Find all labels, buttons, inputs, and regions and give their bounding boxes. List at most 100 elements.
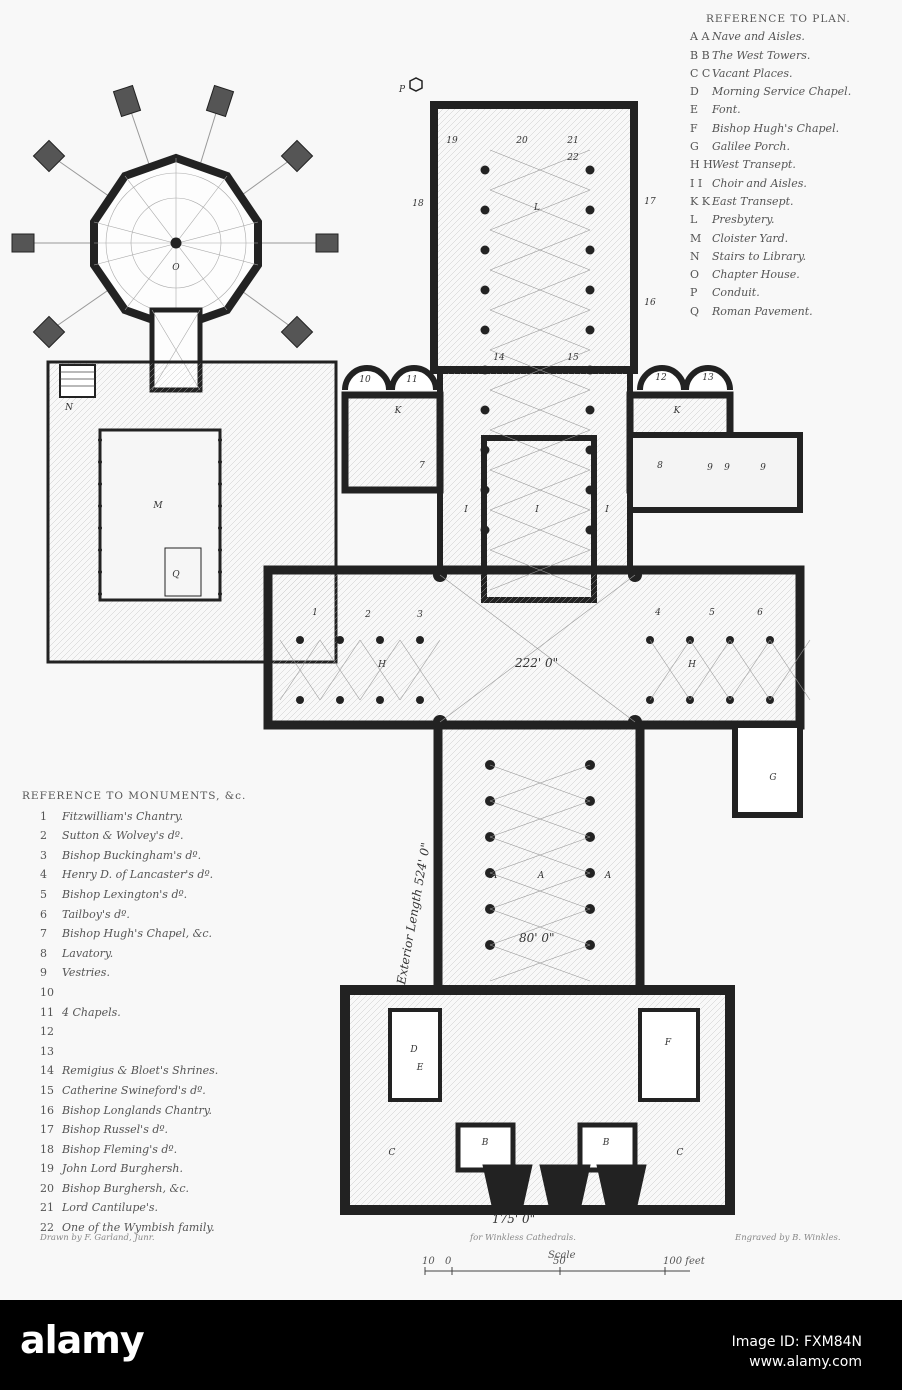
- monument-reference-label: Bishop Buckingham's dº.: [62, 848, 202, 862]
- vault-rib: [489, 149, 591, 191]
- vault-rib: [489, 469, 591, 511]
- plan-reference-key: Q: [690, 304, 700, 318]
- monument-reference-row: 13: [40, 1042, 246, 1062]
- monument-reference-key: REFERENCE TO MONUMENTS, &c. 1 Fitzwilliam…: [22, 787, 246, 1238]
- vault-rib: [489, 944, 591, 982]
- vault-rib: [489, 549, 591, 591]
- plan-reference-label: Choir and Aisles.: [712, 176, 807, 190]
- plan-sheet: A A A B B C C D E F G H H I I I K K L M …: [11, 10, 852, 1275]
- scale-title: Scale: [548, 1250, 576, 1261]
- label-m6: 6: [757, 608, 763, 618]
- vault-rib: [489, 764, 591, 802]
- monument-reference-label: Bishop Lexington's dº.: [62, 887, 188, 901]
- label-conduit-p: P: [398, 85, 406, 95]
- monument-reference-key: 4: [40, 868, 47, 882]
- monument-reference-label: Bishop Burghersh, &c.: [62, 1181, 189, 1195]
- label-m13: 13: [702, 373, 714, 383]
- monument-reference-label: Lavatory.: [62, 946, 114, 960]
- monument-reference-title: REFERENCE TO MONUMENTS, &c.: [22, 790, 247, 802]
- monument-reference-row: 10: [40, 983, 246, 1003]
- monument-reference-label: John Lord Burghersh.: [62, 1162, 183, 1176]
- label-transept-h-left: H: [377, 660, 386, 670]
- label-roman-q: Q: [172, 570, 180, 580]
- plan-reference-label: East Transept.: [712, 194, 794, 208]
- label-m10: 10: [359, 375, 371, 385]
- vault-rib: [319, 639, 361, 701]
- plan-reference-key: K K: [690, 194, 710, 208]
- plan-reference-key: M: [690, 231, 702, 245]
- monument-reference-key: 18: [40, 1142, 54, 1156]
- pier: [98, 526, 102, 530]
- pier: [480, 245, 490, 255]
- pier: [480, 285, 490, 295]
- monument-reference-key: 10: [40, 985, 54, 999]
- pier: [480, 405, 490, 415]
- plan-reference-label: Presbytery.: [712, 213, 775, 227]
- plan-reference-label: Bishop Hugh's Chapel.: [712, 121, 840, 135]
- vault-rib: [489, 229, 591, 271]
- monument-reference-key: 5: [40, 887, 47, 901]
- plan-reference-row: H HWest Transept.: [690, 156, 851, 174]
- pier: [585, 285, 595, 295]
- monument-reference-key: 9: [40, 966, 47, 980]
- pier: [416, 636, 424, 644]
- pier: [585, 485, 595, 495]
- pier: [585, 365, 595, 375]
- monument-reference-key: 13: [40, 1044, 54, 1058]
- label-vacant-c-right: C: [677, 1148, 684, 1158]
- stock-site: www.alamy.com: [749, 1354, 862, 1370]
- monument-reference-row: 5 Bishop Lexington's dº.: [40, 885, 246, 905]
- pier: [376, 636, 384, 644]
- plan-reference-key: C C: [690, 66, 711, 80]
- label-nave-a3: A: [604, 871, 612, 881]
- stock-logo: alamy: [20, 1318, 145, 1362]
- pier: [585, 445, 595, 455]
- pier: [98, 570, 102, 574]
- vault-rib: [279, 639, 321, 701]
- pier: [585, 165, 595, 175]
- label-nave-a2: A: [537, 871, 545, 881]
- monument-reference-key: 7: [40, 927, 47, 941]
- pier: [336, 636, 344, 644]
- plan-reference-label: Stairs to Library.: [712, 249, 807, 263]
- plan-reference-label: Chapter House.: [712, 268, 800, 282]
- vault-rib: [489, 389, 591, 431]
- plan-reference-label: Galilee Porch.: [712, 140, 790, 154]
- vault-lines: [279, 149, 811, 982]
- pier: [480, 365, 490, 375]
- label-hugh-chapel-f: F: [664, 1038, 672, 1048]
- pier: [585, 205, 595, 215]
- pier: [480, 205, 490, 215]
- monument-reference-key: 2: [40, 829, 47, 843]
- monument-reference-label: Fitzwilliam's Chantry.: [62, 809, 184, 823]
- monument-reference-key: 1: [40, 809, 47, 823]
- monument-reference-row: 14 Remigius & Bloet's Shrines.: [40, 1061, 246, 1081]
- monument-reference-key: 14: [40, 1064, 54, 1078]
- plan-reference-key: B B: [690, 48, 710, 62]
- monument-reference-key: 21: [40, 1201, 54, 1215]
- monument-reference-label: One of the Wymbish family.: [62, 1221, 215, 1235]
- monument-reference-label: Remigius & Bloet's Shrines.: [62, 1064, 219, 1078]
- label-presbytery-l: L: [533, 203, 540, 213]
- label-m4: 4: [654, 608, 661, 618]
- label-m1: 1: [312, 608, 318, 618]
- chapter-house: [11, 84, 339, 393]
